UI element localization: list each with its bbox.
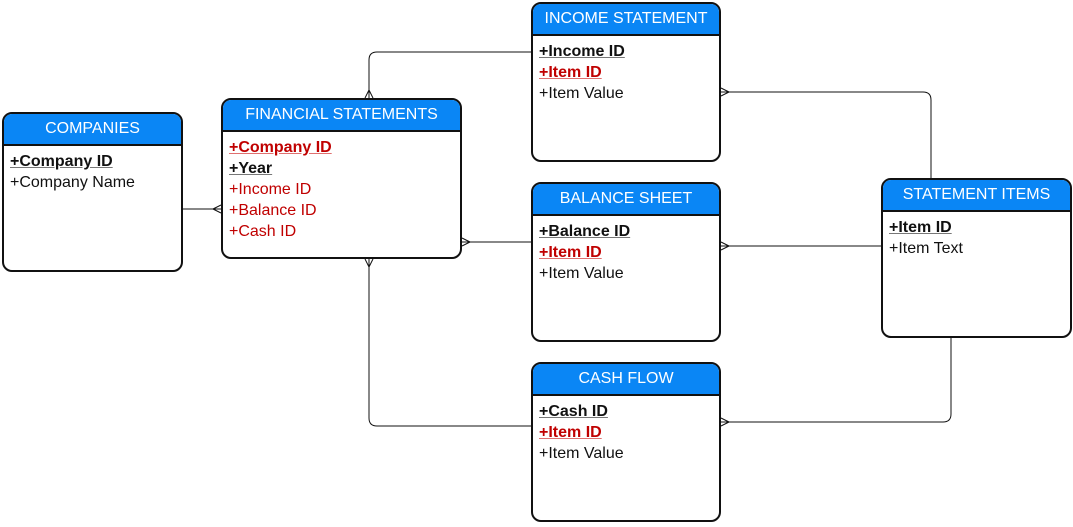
field-company-id: +Company ID — [229, 139, 332, 156]
entity-title: BALANCE SHEET — [533, 184, 719, 216]
field-cash-id: +Cash ID — [539, 403, 608, 420]
entity-title: STATEMENT ITEMS — [883, 180, 1070, 212]
entity-title: FINANCIAL STATEMENTS — [223, 100, 460, 132]
field-balance-id: +Balance ID — [539, 223, 631, 240]
crowfoot-icon — [720, 87, 730, 97]
link-cash-items — [721, 338, 952, 423]
crowfoot-icon — [212, 204, 222, 214]
field-cash-id: +Cash ID — [229, 223, 297, 240]
crowfoot-icon — [461, 237, 471, 247]
field-item-value: +Item Value — [539, 445, 624, 462]
entity-financial-statements[interactable]: FINANCIAL STATEMENTS +Company ID +Year +… — [221, 98, 462, 259]
field-income-id: +Income ID — [229, 181, 312, 198]
field-company-id: +Company ID — [10, 153, 113, 170]
field-item-id: +Item ID — [539, 424, 602, 441]
crowfoot-icon — [364, 89, 374, 99]
field-company-name: +Company Name — [10, 174, 135, 191]
field-balance-id: +Balance ID — [229, 202, 317, 219]
crowfoot-icon — [720, 241, 730, 251]
link-income-items — [721, 91, 932, 178]
entity-income-statement[interactable]: INCOME STATEMENT +Income ID +Item ID +It… — [531, 2, 721, 162]
field-item-id: +Item ID — [539, 64, 602, 81]
crowfoot-icon — [364, 258, 374, 268]
field-item-id: +Item ID — [539, 244, 602, 261]
field-income-id: +Income ID — [539, 43, 625, 60]
entity-title: COMPANIES — [4, 114, 181, 146]
field-item-value: +Item Value — [539, 85, 624, 102]
field-item-text: +Item Text — [889, 240, 963, 257]
entity-companies[interactable]: COMPANIES +Company ID +Company Name — [2, 112, 183, 272]
entity-title: INCOME STATEMENT — [533, 4, 719, 36]
entity-title: CASH FLOW — [533, 364, 719, 396]
entity-cash-flow[interactable]: CASH FLOW +Cash ID +Item ID +Item Value — [531, 362, 721, 522]
crowfoot-icon — [720, 417, 730, 427]
entity-statement-items[interactable]: STATEMENT ITEMS +Item ID +Item Text — [881, 178, 1072, 338]
entity-balance-sheet[interactable]: BALANCE SHEET +Balance ID +Item ID +Item… — [531, 182, 721, 342]
link-financial-cash — [368, 259, 531, 427]
field-item-value: +Item Value — [539, 265, 624, 282]
field-year: +Year — [229, 160, 273, 177]
link-financial-income — [368, 51, 531, 98]
field-item-id: +Item ID — [889, 219, 952, 236]
